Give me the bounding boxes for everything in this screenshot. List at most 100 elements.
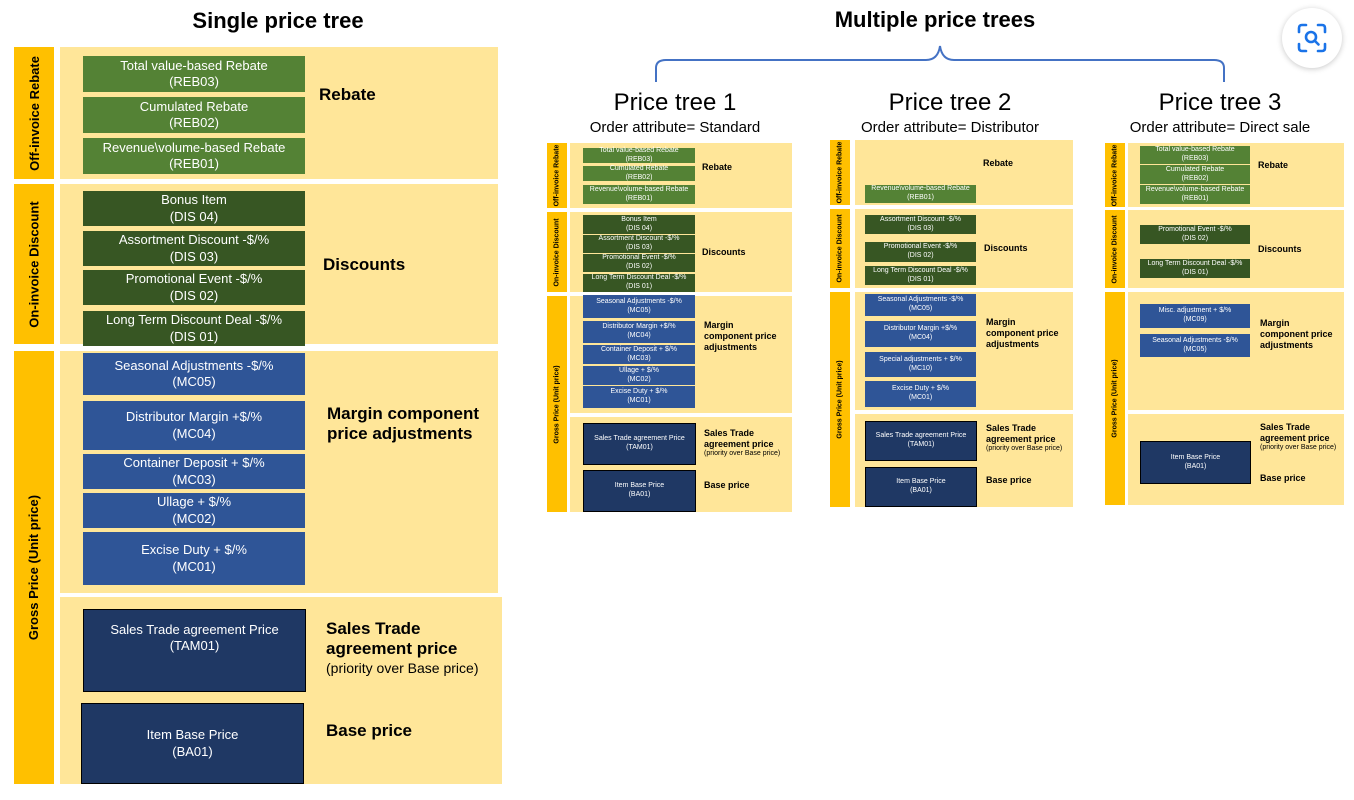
box-name: Seasonal Adjustments -$/% bbox=[596, 297, 682, 305]
band-label: Gross Price (Unit price) bbox=[553, 364, 561, 444]
box-name: Promotional Event -$/% bbox=[883, 243, 958, 251]
box-code: (DIS 02) bbox=[625, 263, 653, 270]
box-code: (MC09) bbox=[1183, 316, 1207, 323]
rebate-box-reb02: Cumulated Rebate (REB02) bbox=[83, 97, 305, 133]
band-on-invoice-discount: On-invoice Discount bbox=[1105, 210, 1125, 288]
box-name: Seasonal Adjustments -$/% bbox=[877, 296, 964, 304]
box-name: Total value-based Rebate bbox=[120, 57, 268, 73]
box-code: (BA01) bbox=[172, 743, 213, 759]
box-code: (TAM01) bbox=[169, 638, 220, 654]
band-off-invoice-rebate: Off-invoice Rebate bbox=[1105, 143, 1125, 207]
box-code: (REB01) bbox=[1181, 194, 1209, 202]
box-code: (DIS 03) bbox=[625, 244, 653, 251]
label-sales-trade: Sales Trade agreement price (priority ov… bbox=[326, 619, 498, 677]
rebate-box: Revenue\volume-based Rebate(REB01) bbox=[583, 185, 695, 204]
label-margin: Margin component price adjustments bbox=[986, 317, 1059, 349]
box-name: Container Deposit + $/% bbox=[600, 345, 678, 353]
box-code: (DIS 01) bbox=[169, 328, 219, 344]
rebate-box: Revenue\volume-based Rebate(REB01) bbox=[1140, 185, 1250, 204]
rebate-box: Cumulated Rebate(REB02) bbox=[1140, 165, 1250, 184]
box-name: Total value-based Rebate bbox=[1155, 146, 1235, 154]
box-name: Long Term Discount Deal -$/% bbox=[591, 274, 687, 282]
box-code: (MC05) bbox=[627, 306, 651, 314]
label-sales-trade-title: Sales Trade agreement price bbox=[704, 428, 774, 449]
margin-box: Seasonal Adjustments -$/%(MC05) bbox=[865, 294, 976, 316]
box-name: Distributor Margin +$/% bbox=[883, 325, 958, 333]
band-label: On-invoice Discount bbox=[553, 217, 561, 287]
box-name: Bonus Item bbox=[161, 192, 227, 208]
box-name: Excise Duty + $/% bbox=[610, 388, 668, 396]
label-rebate: Rebate bbox=[702, 162, 733, 172]
box-code: (REB02) bbox=[1181, 174, 1209, 182]
box-code: (MC04) bbox=[172, 425, 216, 441]
discount-box: Long Term Discount Deal -$/%(DIS 01) bbox=[1140, 259, 1250, 278]
margin-box-mc04: Distributor Margin +$/% (MC04) bbox=[83, 401, 305, 450]
box-name: Total value-based Rebate bbox=[599, 146, 679, 154]
label-sales-trade-sub: (priority over Base price) bbox=[326, 659, 479, 676]
margin-box: Excise Duty + $/%(MC01) bbox=[865, 381, 976, 407]
box-name: Revenue\volume-based Rebate bbox=[102, 139, 286, 155]
box-name: Distributor Margin +$/% bbox=[125, 409, 263, 425]
band-gross-price: Gross Price (Unit price) bbox=[830, 292, 850, 507]
discount-box: Assortment Discount -$/%(DIS 03) bbox=[865, 215, 976, 234]
box-code: (REB02) bbox=[625, 173, 653, 181]
box-code: (DIS 03) bbox=[907, 224, 934, 232]
margin-box: Seasonal Adjustments -$/%(MC05) bbox=[1140, 334, 1250, 357]
band-off-invoice-rebate: Off-invoice Rebate bbox=[830, 140, 850, 205]
box-code: (DIS 01) bbox=[625, 283, 653, 290]
label-discounts: Discounts bbox=[984, 243, 1028, 253]
grouping-brace bbox=[655, 45, 1225, 82]
rebate-box: Total value-based Rebate(REB03) bbox=[583, 146, 695, 163]
single-price-tree-title: Single price tree bbox=[192, 8, 364, 33]
band-gross-price: Gross Price (Unit price) bbox=[547, 296, 567, 512]
band-gross-price: Gross Price (Unit price) bbox=[1105, 292, 1125, 505]
box-name: Assortment Discount -$/% bbox=[598, 235, 680, 243]
box-code: (REB01) bbox=[169, 156, 219, 171]
band-label: Off-invoice Rebate bbox=[26, 55, 42, 171]
rebate-box: Total value-based Rebate(REB03) bbox=[1140, 146, 1250, 164]
label-sales-trade: Sales Trade agreement price(priority ove… bbox=[1260, 422, 1346, 452]
box-name: Item Base Price bbox=[614, 482, 665, 490]
label-rebate: Rebate bbox=[319, 85, 376, 104]
box-name: Assortment Discount -$/% bbox=[880, 215, 961, 223]
margin-box: Container Deposit + $/%(MC03) bbox=[583, 345, 695, 364]
box-name: Revenue\volume-based Rebate bbox=[871, 185, 970, 193]
band-label: Off-invoice Rebate bbox=[553, 144, 561, 207]
margin-box: Distributor Margin +$/%(MC04) bbox=[865, 321, 976, 347]
label-sales-trade: Sales Trade agreement price(priority ove… bbox=[704, 428, 794, 458]
visual-search-button[interactable] bbox=[1282, 8, 1342, 68]
label-discounts: Discounts bbox=[1258, 244, 1302, 254]
discount-box: Promotional Event -$/%(DIS 02) bbox=[583, 254, 695, 272]
margin-box-mc02: Ullage + $/% (MC02) bbox=[83, 493, 305, 528]
box-code: (TAM01) bbox=[626, 444, 653, 451]
box-code: (DIS 02) bbox=[907, 252, 934, 259]
box-name: Ullage + $/% bbox=[156, 494, 232, 510]
box-code: (MC01) bbox=[172, 558, 216, 574]
box-name: Long Term Discount Deal -$/% bbox=[873, 266, 968, 274]
rebate-box-reb03: Total value-based Rebate (REB03) bbox=[83, 56, 305, 92]
price-tree-title: Price tree 3 bbox=[1158, 89, 1282, 116]
box-name: Assortment Discount -$/% bbox=[118, 232, 270, 248]
discount-box: Promotional Event -$/%(DIS 02) bbox=[865, 242, 976, 262]
discount-box-dis03: Assortment Discount -$/% (DIS 03) bbox=[83, 231, 305, 266]
label-rebate: Rebate bbox=[1258, 160, 1289, 170]
margin-box: Ullage + $/%(MC02) bbox=[583, 366, 695, 385]
label-sales-trade-sub: (priority over Base price) bbox=[986, 444, 1063, 452]
discount-box-dis02: Promotional Event -$/% (DIS 02) bbox=[83, 270, 305, 305]
label-sales-trade-title: Sales Trade agreement price bbox=[326, 619, 458, 659]
box-name: Excise Duty + $/% bbox=[141, 542, 247, 558]
box-code: (DIS 04) bbox=[169, 208, 219, 224]
label-base-price: Base price bbox=[986, 475, 1032, 485]
box-name: Promotional Event -$/% bbox=[602, 254, 676, 262]
rebate-box-reb01: Revenue\volume-based Rebate (REB01) bbox=[83, 138, 305, 174]
box-code: (REB03) bbox=[625, 155, 653, 163]
box-name: Long Term Discount Deal -$/% bbox=[105, 312, 283, 328]
discount-box: Long Term Discount Deal -$/%(DIS 01) bbox=[583, 274, 695, 292]
price-box-ba01: Item Base Price(BA01) bbox=[1140, 441, 1251, 484]
discount-box-dis01: Long Term Discount Deal -$/% (DIS 01) bbox=[83, 311, 305, 346]
box-name: Sales Trade agreement Price bbox=[594, 435, 685, 443]
box-name: Cumulated Rebate bbox=[139, 98, 249, 114]
box-code: (MC04) bbox=[908, 334, 933, 341]
box-name: Ullage + $/% bbox=[619, 366, 659, 374]
label-base-price: Base price bbox=[1260, 473, 1306, 483]
